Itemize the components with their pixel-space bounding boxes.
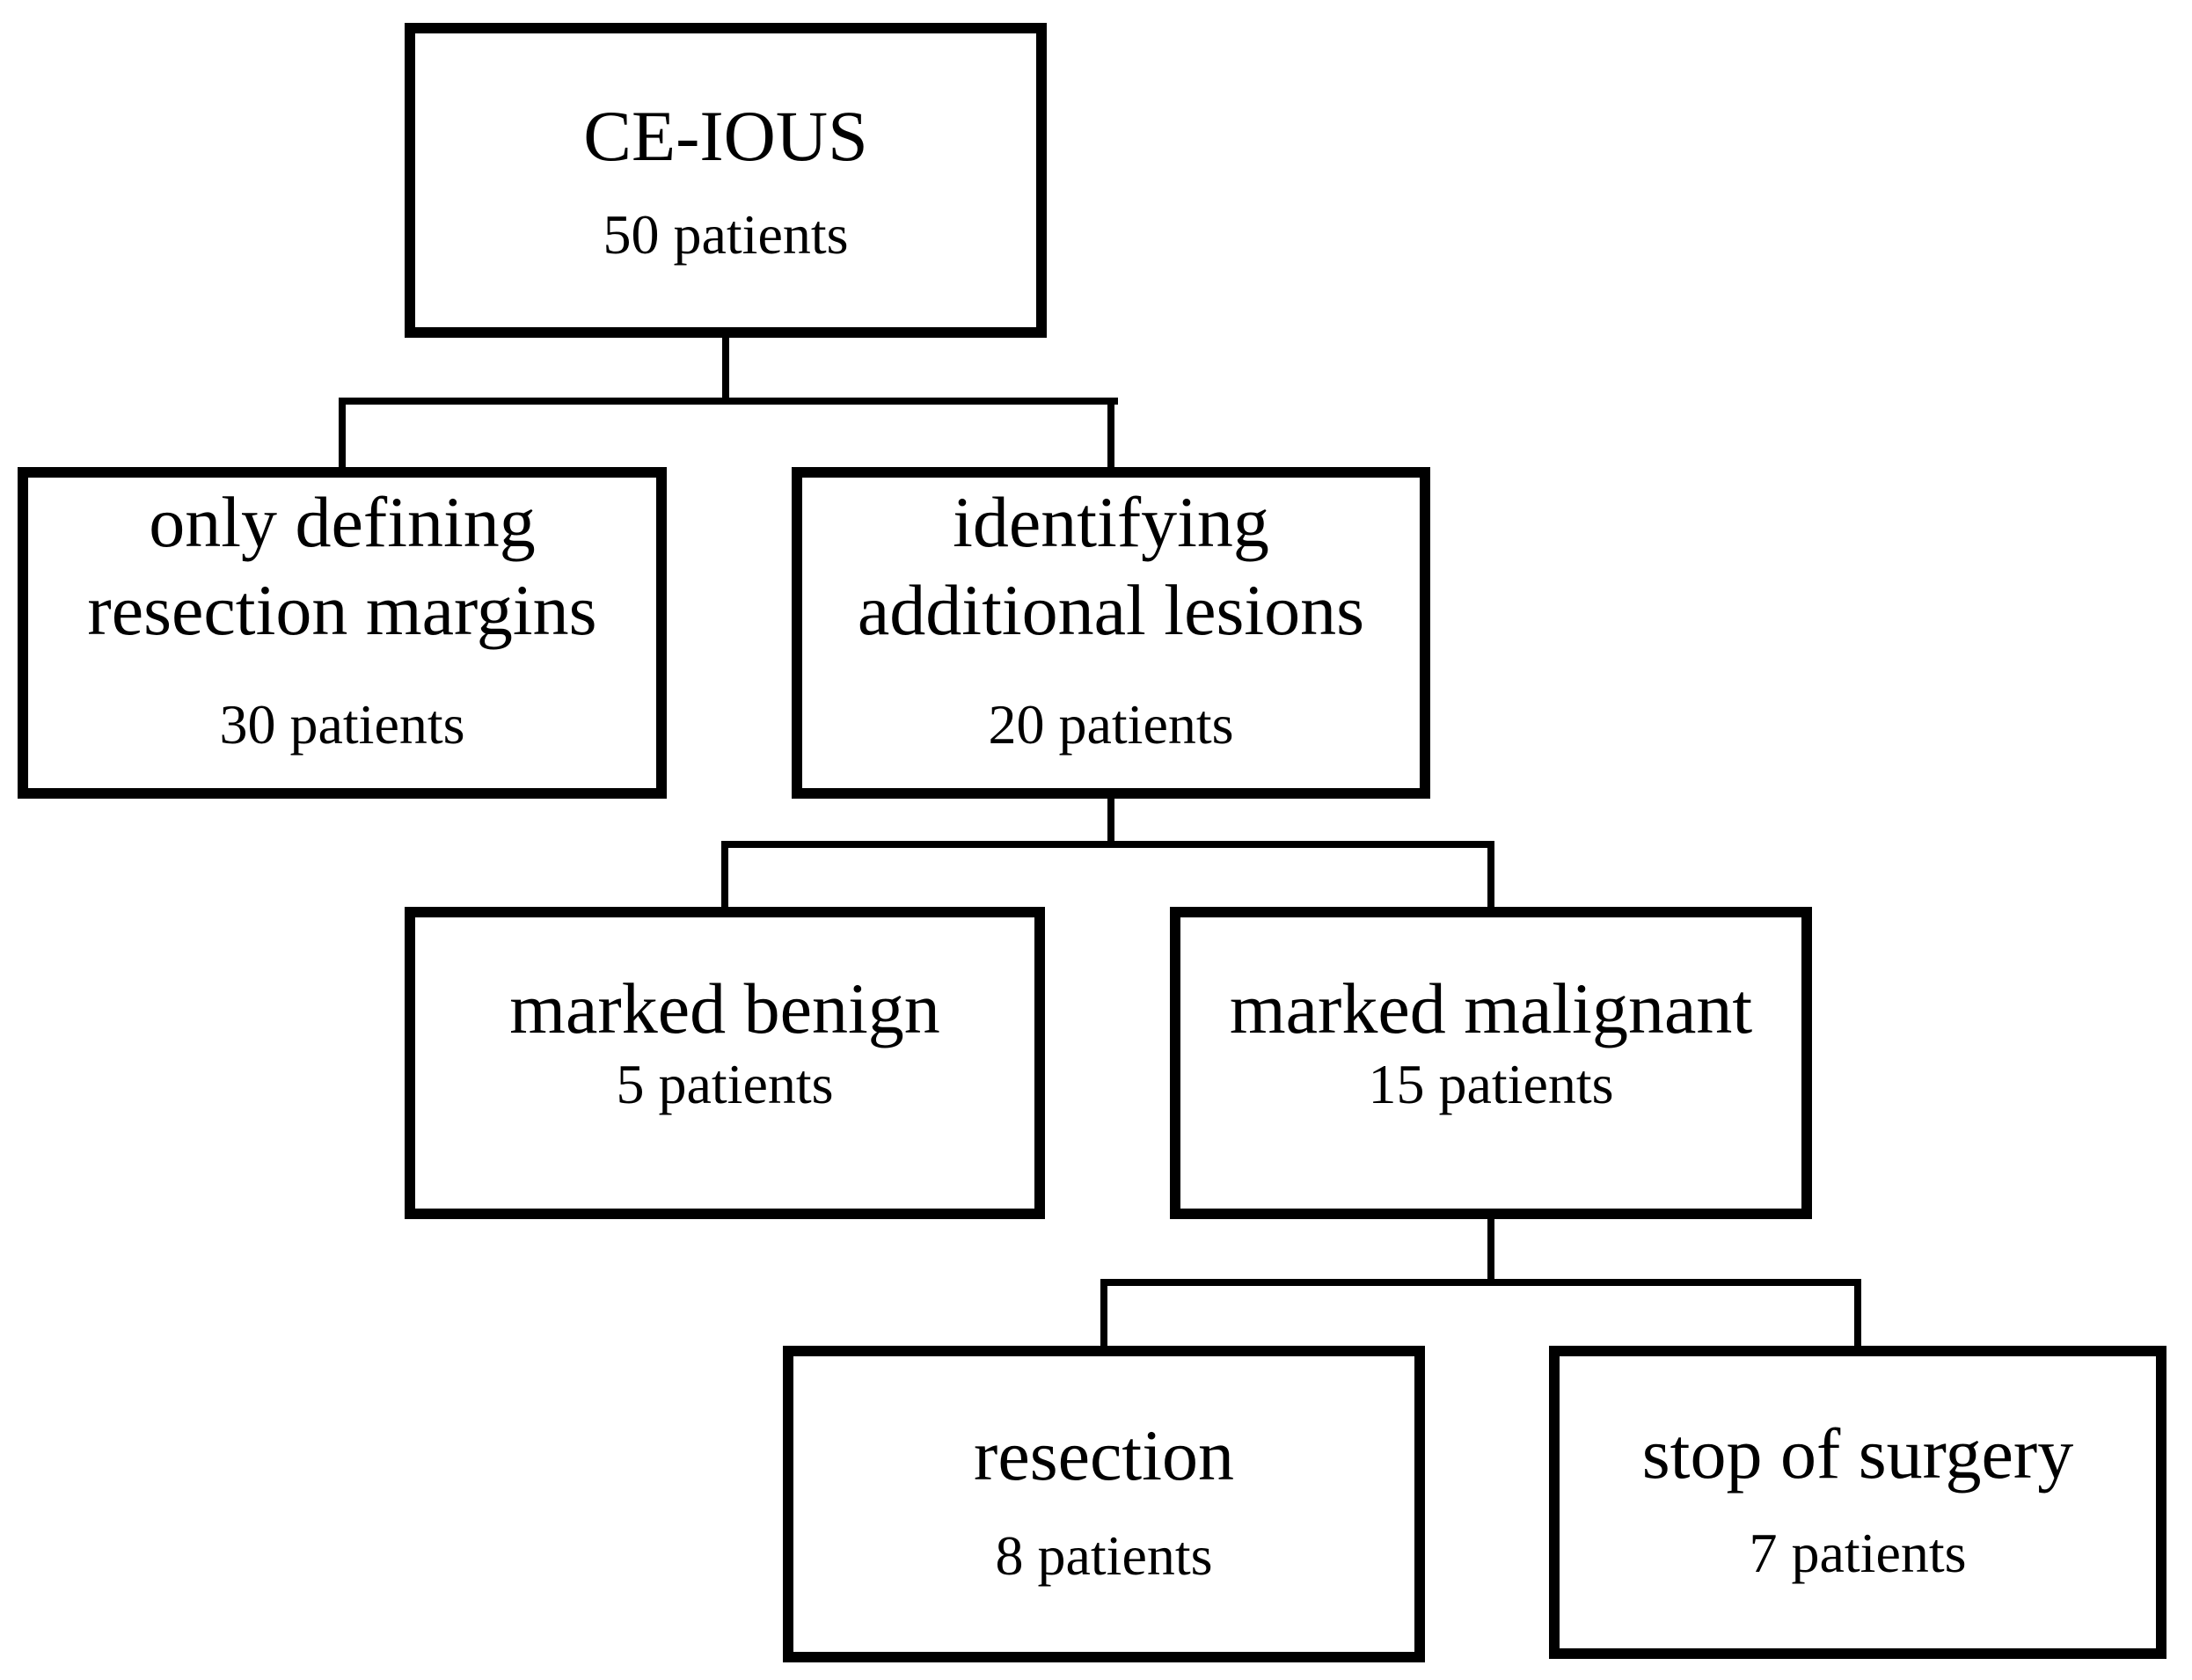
node-patient-count: 8 patients: [995, 1523, 1213, 1587]
node-marked-benign: marked benign 5 patients: [405, 907, 1045, 1219]
node-stop-of-surgery: stop of surgery 7 patients: [1549, 1346, 2166, 1659]
node-title: only defining resection margins: [28, 478, 656, 654]
connector-stop-drop: [1854, 1279, 1861, 1353]
connector-lesions-rail: [721, 841, 1494, 848]
node-title: marked benign: [509, 968, 940, 1049]
node-resection: resection 8 patients: [783, 1346, 1425, 1662]
node-identifying-additional-lesions: identifying additional lesions 20 patien…: [792, 467, 1430, 799]
connector-lesions-drop: [1107, 398, 1114, 474]
node-patient-count: 7 patients: [1749, 1522, 1967, 1585]
node-title: marked malignant: [1229, 968, 1753, 1049]
connector-lesions-stem: [1107, 793, 1114, 848]
node-title-line-1: only defining: [149, 481, 536, 562]
node-patient-count: 5 patients: [616, 1053, 834, 1116]
node-patient-count: 20 patients: [988, 692, 1234, 756]
node-title: stop of surgery: [1641, 1413, 2074, 1494]
node-title: CE-IOUS: [583, 95, 868, 176]
node-patient-count: 15 patients: [1368, 1053, 1614, 1116]
node-patient-count: 50 patients: [603, 202, 849, 266]
connector-malignant-drop: [1487, 841, 1494, 914]
connector-benign-drop: [721, 841, 728, 914]
connector-ceious-stem: [722, 332, 729, 405]
node-title-line-2: additional lesions: [857, 569, 1365, 650]
node-title-line-2: resection margins: [87, 569, 597, 650]
node-ce-ious: CE-IOUS 50 patients: [405, 23, 1047, 338]
node-only-defining-resection-margins: only defining resection margins 30 patie…: [18, 467, 667, 799]
node-title: identifying additional lesions: [802, 478, 1420, 654]
connector-malignant-rail: [1100, 1279, 1861, 1286]
connector-malignant-stem: [1487, 1214, 1494, 1286]
node-title: resection: [974, 1414, 1234, 1495]
connector-margins-drop: [339, 398, 346, 474]
node-title-line-1: identifying: [953, 481, 1269, 562]
node-patient-count: 30 patients: [219, 692, 465, 756]
connector-ceious-rail: [339, 398, 1118, 405]
connector-resection-drop: [1100, 1279, 1107, 1353]
node-marked-malignant: marked malignant 15 patients: [1170, 907, 1812, 1219]
